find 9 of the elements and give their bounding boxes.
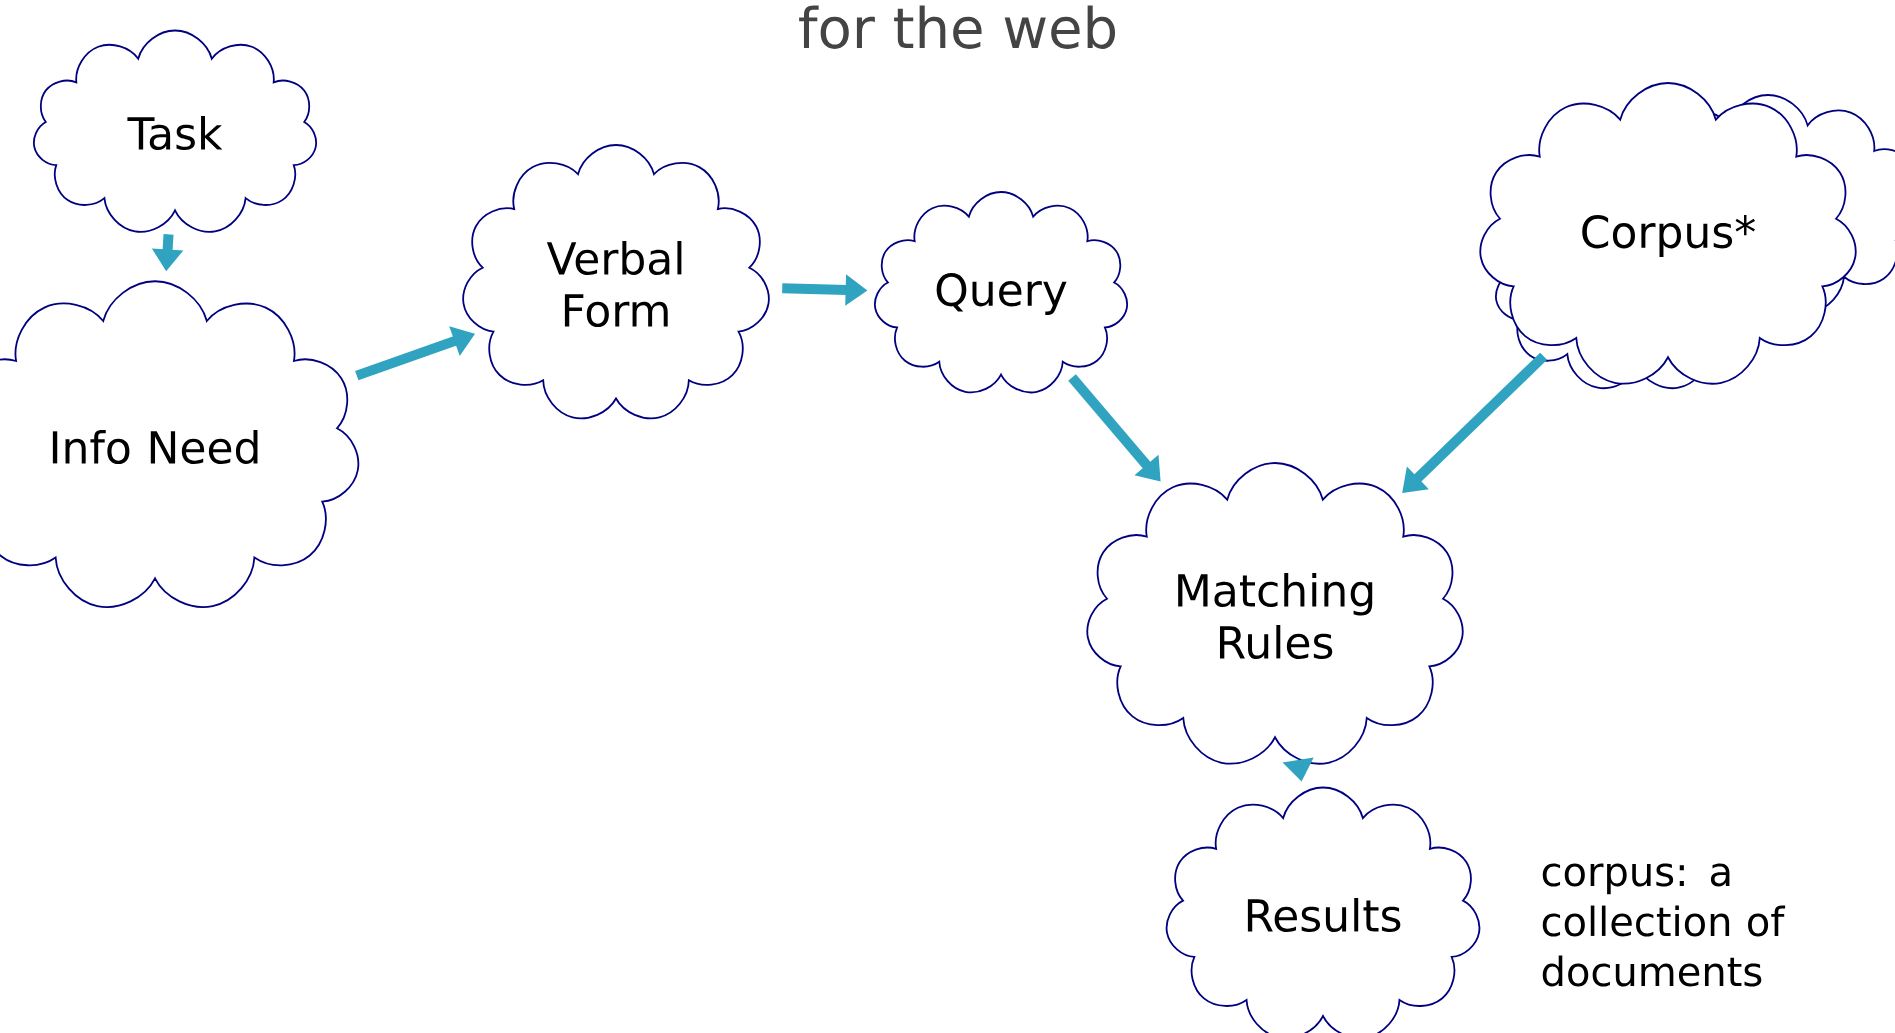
cloud-node: Info Need <box>0 280 360 608</box>
cloud-node: Query <box>874 191 1128 394</box>
cloud-node: Results <box>1165 786 1481 1033</box>
note: corpus: a collection of documents <box>1542 863 1786 987</box>
cloud-node: Task <box>33 29 317 233</box>
cloud-node: Matching Rules <box>1086 462 1464 765</box>
cloud-node: Verbal Form <box>462 144 770 420</box>
cloud-node: Corpus* <box>1479 82 1857 385</box>
title: for the web <box>799 5 1116 49</box>
